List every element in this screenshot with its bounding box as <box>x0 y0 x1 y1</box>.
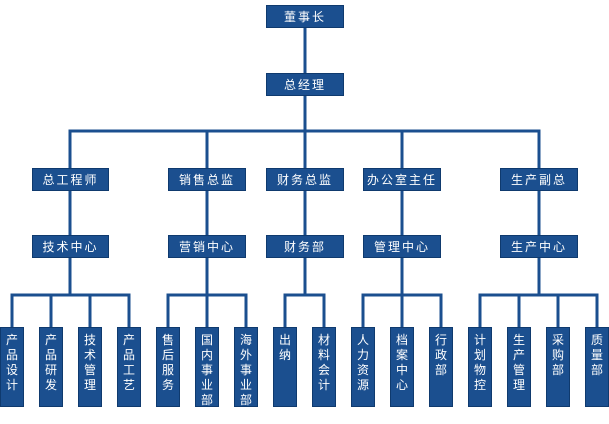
tech-center-box: 技术中心 <box>32 235 109 258</box>
dept-overseas-division: 海外事业部 <box>234 327 258 407</box>
dept-planning-control: 计划物控 <box>468 327 492 407</box>
dept-after-sales: 售后服务 <box>156 327 180 407</box>
finance-director-box: 财务总监 <box>266 168 344 191</box>
dept-quality: 质量部 <box>585 327 609 407</box>
dept-human-resources: 人力资源 <box>351 327 375 407</box>
dept-purchasing: 采购部 <box>546 327 570 407</box>
dept-domestic-division: 国内事业部 <box>195 327 219 407</box>
finance-dept-box: 财务部 <box>266 235 344 258</box>
office-director-box: 办公室主任 <box>363 168 441 191</box>
production-vp-box: 生产副总 <box>500 168 578 191</box>
sales-director-box: 销售总监 <box>168 168 246 191</box>
marketing-center-box: 营销中心 <box>168 235 246 258</box>
production-center-box: 生产中心 <box>500 235 578 258</box>
dept-archives-center: 档案中心 <box>390 327 414 407</box>
chief-engineer-box: 总工程师 <box>32 168 109 191</box>
management-center-box: 管理中心 <box>363 235 441 258</box>
chairman-box: 董事长 <box>266 5 344 28</box>
dept-product-process: 产品工艺 <box>117 327 141 407</box>
dept-product-rnd: 产品研发 <box>39 327 63 407</box>
dept-materials-accounting: 材料会计 <box>312 327 336 407</box>
dept-tech-management: 技术管理 <box>78 327 102 407</box>
general-manager-box: 总经理 <box>266 73 344 96</box>
dept-production-management: 生产管理 <box>507 327 531 407</box>
dept-cashier: 出纳 <box>273 327 297 407</box>
dept-product-design: 产品设计 <box>0 327 24 407</box>
dept-administration: 行政部 <box>429 327 453 407</box>
